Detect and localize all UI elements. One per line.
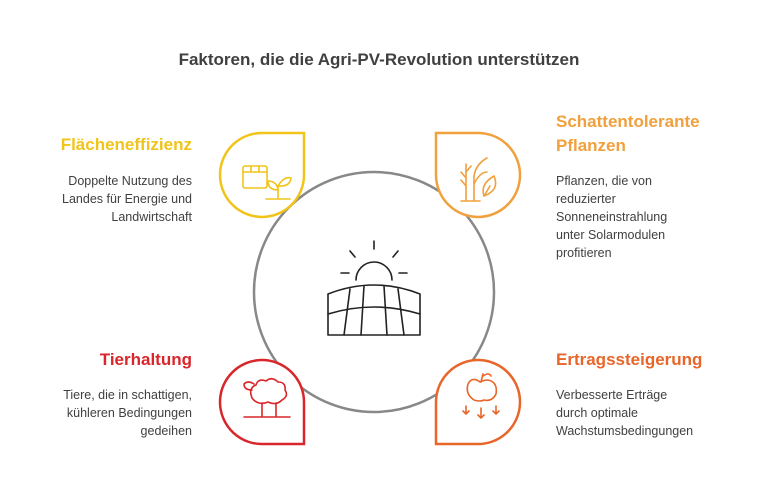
factor-title-top-left: Flächeneffizienz bbox=[60, 135, 192, 154]
factor-title-bottom-right: Ertragssteigerung bbox=[556, 350, 703, 369]
description-line: gedeihen bbox=[140, 424, 192, 438]
factor-description-bottom-right: Verbesserte Erträge durch optimale Wachs… bbox=[556, 386, 693, 440]
description-line: Landes für Energie und bbox=[62, 192, 192, 206]
description-line: durch optimale bbox=[556, 406, 638, 420]
center-ring bbox=[252, 170, 496, 414]
sheep-icon bbox=[243, 377, 291, 418]
description-line: unter Solarmodulen bbox=[556, 228, 666, 242]
description-line: Doppelte Nutzung des bbox=[68, 174, 192, 188]
description-line: kühleren Bedingungen bbox=[66, 406, 192, 420]
description-line: Landwirtschaft bbox=[111, 210, 192, 224]
description-line: reduzierter bbox=[556, 192, 616, 206]
factor-badge-bottom-left bbox=[218, 358, 306, 446]
factor-description-bottom-left: Tiere, die in schattigen, kühleren Bedin… bbox=[63, 386, 192, 440]
box-sprout-icon bbox=[242, 165, 292, 200]
factor-badge-top-right bbox=[434, 131, 522, 219]
plants-leaf-icon bbox=[460, 157, 497, 202]
description-line: Wachstumsbedingungen bbox=[556, 424, 694, 438]
description-line: Pflanzen, die von bbox=[556, 174, 652, 188]
description-line: Tiere, die in schattigen, bbox=[63, 388, 192, 402]
apple-arrows-icon bbox=[462, 373, 500, 419]
title-line: Pflanzen bbox=[556, 136, 626, 155]
factor-title-bottom-left: Tierhaltung bbox=[99, 350, 192, 369]
solar-field-icon bbox=[327, 240, 421, 336]
factor-badge-bottom-right bbox=[434, 358, 522, 446]
factor-badge-top-left bbox=[218, 131, 306, 219]
description-line: Sonneneinstrahlung bbox=[556, 210, 668, 224]
factor-description-top-right: Pflanzen, die von reduzierter Sonneneins… bbox=[556, 172, 667, 262]
title-line: Schattentolerante bbox=[556, 112, 700, 131]
diagram-title: Faktoren, die die Agri-PV-Revolution unt… bbox=[178, 50, 580, 69]
factor-description-top-left: Doppelte Nutzung des Landes für Energie … bbox=[62, 172, 192, 226]
description-line: profitieren bbox=[556, 246, 612, 260]
description-line: Verbesserte Erträge bbox=[556, 388, 668, 402]
factor-title-top-right: Schattentolerante Pflanzen bbox=[556, 110, 700, 158]
